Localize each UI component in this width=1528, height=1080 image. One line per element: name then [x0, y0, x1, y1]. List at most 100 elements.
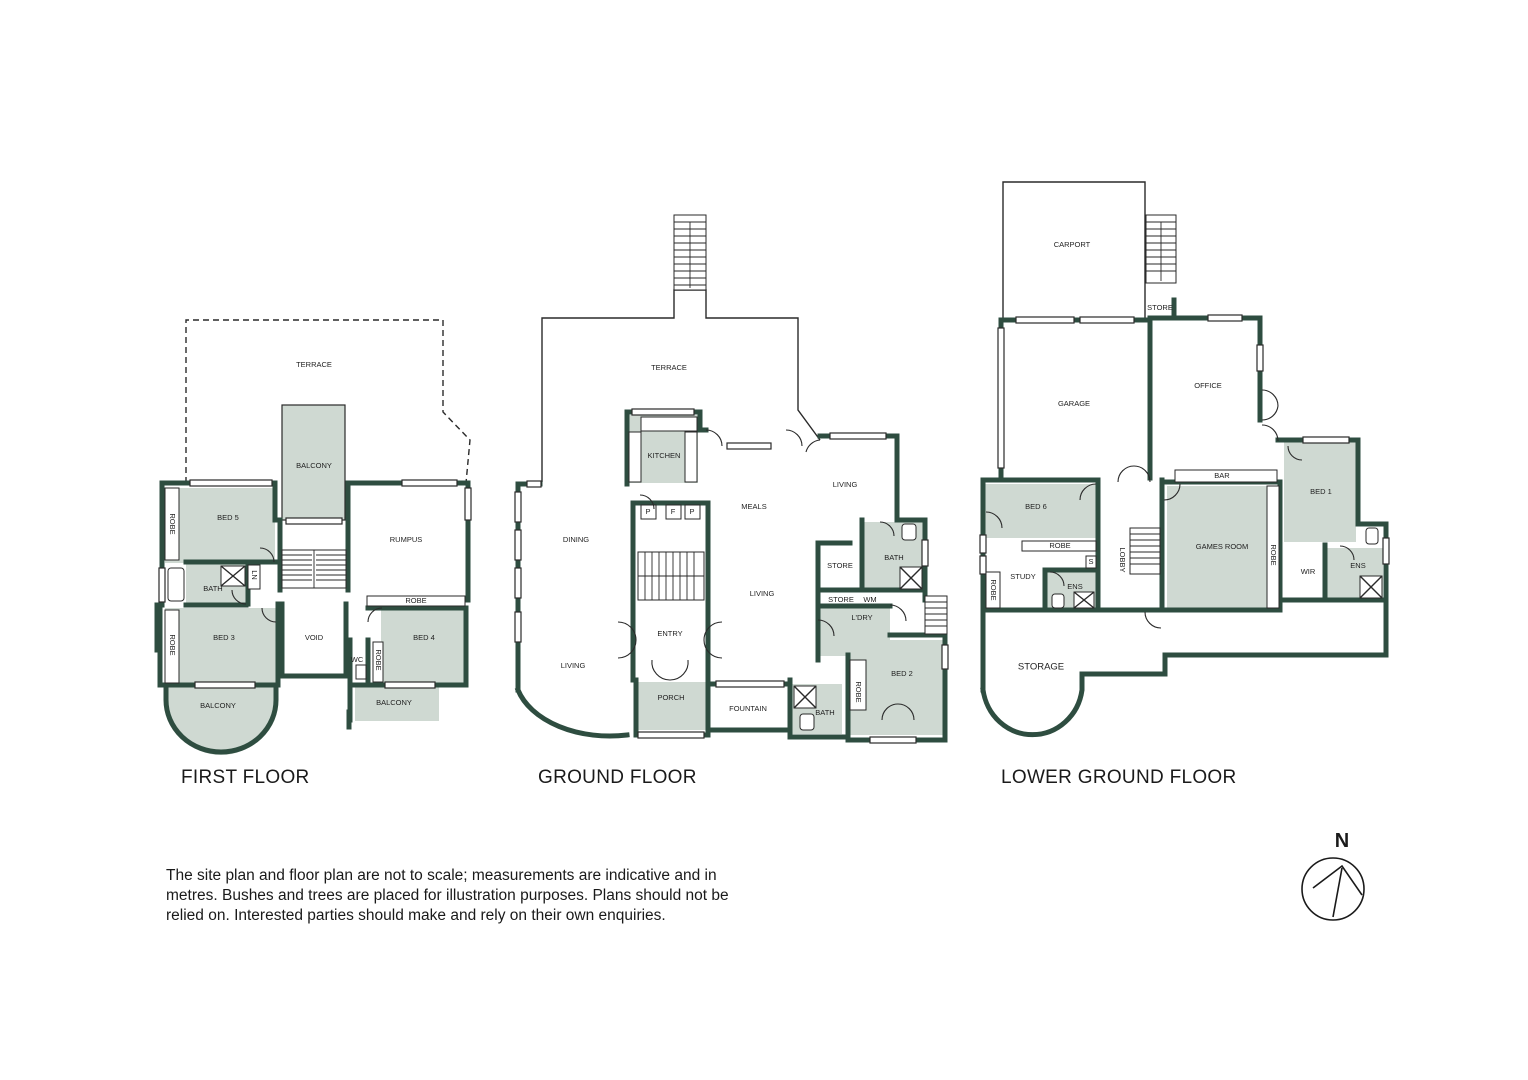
first-label-terrace: TERRACE	[296, 360, 332, 369]
lower-door-office-e	[1261, 389, 1279, 421]
lower-door-games	[1163, 483, 1181, 501]
lower-label-garage: GARAGE	[1058, 399, 1090, 408]
first-window-balcony	[285, 517, 343, 525]
ground-wall-bed2	[845, 632, 948, 743]
lower-stairs-carport	[1145, 214, 1177, 284]
ground-label-dining: DINING	[563, 535, 589, 544]
first-balcony-bed3-fill	[166, 687, 276, 755]
first-door-bed4	[367, 607, 383, 623]
first-window-bed5	[189, 479, 273, 487]
lower-label-robe-bed6: ROBE	[1049, 541, 1070, 550]
first-wall-nw	[159, 480, 188, 565]
ground-robe-bed2-box	[849, 659, 867, 711]
first-wc-toilet	[355, 664, 367, 680]
lower-label-ens-study: ENS	[1067, 582, 1082, 591]
first-label-rumpus: RUMPUS	[390, 535, 423, 544]
ground-label-kitchen: KITCHEN	[648, 451, 681, 460]
ground-label-ldry: L'DRY	[851, 613, 872, 622]
first-robe-bed3-box	[164, 609, 180, 684]
first-robe-rumpus-box	[366, 595, 466, 607]
ground-label-pantry1: P	[645, 507, 650, 516]
ground-toilet-north	[901, 523, 917, 541]
ground-label-store2: STORE	[828, 595, 854, 604]
lower-window-bed1	[1302, 436, 1350, 444]
ground-door-kitchen	[705, 429, 723, 447]
lower-label-s: S	[1088, 557, 1093, 566]
ground-entry-stairs	[637, 551, 705, 601]
ground-label-meals: MEALS	[741, 502, 766, 511]
first-balcony-curve	[163, 683, 279, 755]
ground-porch-fill	[638, 682, 706, 730]
lower-window-office-e	[1256, 344, 1264, 372]
lower-label-ens-bed1: ENS	[1350, 561, 1365, 570]
lower-floor-title: LOWER GROUND FLOOR	[1001, 767, 1237, 788]
ground-label-robe-bed2: ROBE	[854, 681, 863, 702]
ground-door-entry-e	[703, 621, 723, 659]
ground-pantry1-box	[640, 504, 657, 520]
ground-ne-stairs	[924, 595, 948, 635]
lower-robe-bed6-box	[1021, 540, 1097, 552]
ground-wall-curve	[514, 686, 630, 739]
first-window-rumpus-e	[464, 487, 472, 521]
lower-bed6-fill	[985, 484, 1097, 538]
first-label-bath: BATH	[203, 584, 222, 593]
lower-label-storage: STORAGE	[1018, 662, 1064, 673]
first-label-robe-rumpus: ROBE	[405, 596, 426, 605]
lower-window-office	[1207, 314, 1243, 322]
first-window-bath	[158, 567, 166, 603]
lower-door-bed1	[1287, 445, 1303, 461]
ground-window-kitchen	[631, 408, 695, 416]
first-terrace-outline	[185, 319, 471, 484]
first-wall-void	[279, 601, 349, 679]
ground-window-meals	[726, 442, 772, 450]
ground-label-terrace: TERRACE	[651, 363, 687, 372]
first-window-bed3-s	[194, 681, 256, 689]
lower-door-office-bed1	[1261, 424, 1279, 442]
lower-carport-outline	[1002, 181, 1146, 318]
ground-window-dining-2	[514, 529, 522, 561]
first-floor-plan: TERRACE BALCONY BED 5 ROBE RUMPUS BATH L…	[154, 319, 472, 755]
ground-label-living-mid: LIVING	[750, 589, 775, 598]
lower-label-study: STUDY	[1010, 572, 1035, 581]
lower-wall-east	[1079, 437, 1389, 677]
ground-floor-plan: TERRACE KITCHEN MEALS LIVING DINING P F …	[514, 214, 949, 744]
first-stairs	[281, 549, 347, 589]
first-label-ln: LN	[250, 570, 259, 580]
lower-label-carport: CARPORT	[1054, 240, 1091, 249]
ground-wall-bath-south	[787, 677, 849, 740]
lower-door-storage	[1144, 611, 1162, 629]
ground-door-bed2-n	[889, 604, 907, 622]
ground-window-fountain	[715, 680, 785, 688]
ground-toilet-south	[799, 713, 815, 731]
first-label-void: VOID	[305, 633, 324, 642]
first-bed5-fill	[165, 488, 275, 563]
lower-lobby-stairs	[1129, 527, 1161, 575]
ground-floor-title: GROUND FLOOR	[538, 767, 697, 788]
lower-s-box	[1085, 555, 1097, 569]
ground-label-bed2: BED 2	[891, 669, 913, 678]
first-label-wc: WC	[351, 655, 364, 664]
ground-kitchen-island	[684, 431, 698, 483]
ground-window-bed2-s	[869, 736, 917, 744]
ground-window-living-w	[514, 611, 522, 643]
ground-pantry2-box	[684, 504, 701, 520]
ground-label-living-ne: LIVING	[833, 480, 858, 489]
first-floor-title: FIRST FLOOR	[181, 767, 310, 788]
ground-fridge-box	[665, 504, 682, 520]
lower-toilet-study	[1051, 593, 1065, 609]
ground-door-pantry	[639, 494, 655, 510]
ground-label-bath-north: BATH	[884, 553, 903, 562]
first-window-rumpus	[401, 479, 458, 487]
ground-terrace-stairs	[673, 214, 707, 291]
lower-wall-bed6	[980, 477, 1101, 613]
ground-label-store1: STORE	[827, 561, 853, 570]
first-label-robe-wc: ROBE	[374, 649, 383, 670]
first-door-bed5	[259, 547, 275, 563]
ground-door-entry-w	[617, 621, 637, 659]
first-label-bed3: BED 3	[213, 633, 235, 642]
lower-label-bed1: BED 1	[1310, 487, 1332, 496]
ground-door-bed2-s	[881, 703, 915, 721]
lower-window-garage-1	[1015, 316, 1075, 324]
lower-door-bed6	[1079, 483, 1097, 501]
